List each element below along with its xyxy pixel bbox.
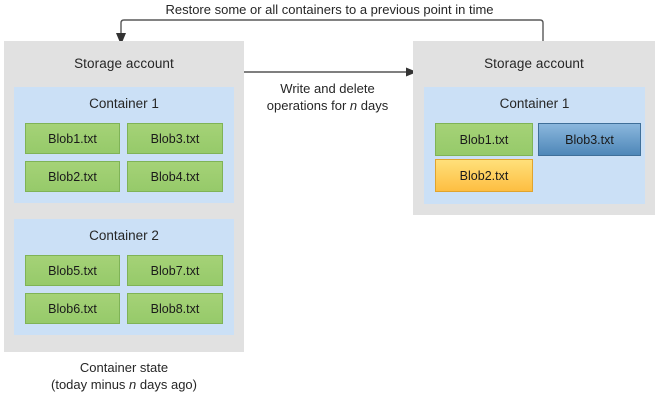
- write-delete-label-line2-variable: n: [349, 98, 358, 113]
- restore-flow-label: Restore some or all containers to a prev…: [165, 2, 494, 17]
- left-container-2-blob-8[interactable]: Blob8.txt: [127, 293, 223, 324]
- left-container-2-blob-6[interactable]: Blob6.txt: [25, 293, 120, 324]
- container-state-caption-line2: (today minus n days ago): [4, 376, 244, 393]
- write-delete-label-line2-post: days: [357, 98, 389, 113]
- right-container-1-blob-1[interactable]: Blob1.txt: [435, 123, 533, 156]
- right-container-1-blob-3[interactable]: Blob3.txt: [538, 123, 641, 156]
- left-container-2-blob-7[interactable]: Blob7.txt: [127, 255, 223, 286]
- right-container-1-title: Container 1: [499, 96, 570, 111]
- left-container-2-title: Container 2: [89, 228, 159, 243]
- left-container-1-title: Container 1: [89, 96, 159, 111]
- left-container-2-blob-5[interactable]: Blob5.txt: [25, 255, 120, 286]
- write-delete-label-line2: operations for n days: [245, 97, 410, 114]
- left-storage-account[interactable]: Storage account Container 1 Blob1.txt Bl…: [4, 41, 244, 352]
- write-delete-label-line2-pre: operations for: [266, 98, 350, 113]
- left-container-1-blob-1[interactable]: Blob1.txt: [25, 123, 120, 154]
- left-container-1-blob-2[interactable]: Blob2.txt: [25, 161, 120, 192]
- container-state-caption-line2-pre: (today minus: [51, 377, 130, 392]
- right-container-1[interactable]: Container 1 Blob1.txt Blob3.txt Blob2.tx…: [424, 87, 645, 204]
- container-state-caption: Container state (today minus n days ago): [4, 359, 244, 393]
- write-delete-label-line1: Write and delete: [280, 81, 375, 96]
- left-container-1-blob-3[interactable]: Blob3.txt: [127, 123, 223, 154]
- left-container-2[interactable]: Container 2 Blob5.txt Blob7.txt Blob6.tx…: [14, 219, 234, 335]
- right-storage-account-title: Storage account: [484, 56, 584, 71]
- write-delete-label: Write and delete operations for n days: [245, 80, 410, 114]
- container-state-caption-line1: Container state: [79, 360, 169, 375]
- restore-arrow-path: [120, 19, 544, 42]
- left-storage-account-title: Storage account: [74, 56, 174, 71]
- left-container-1[interactable]: Container 1 Blob1.txt Blob3.txt Blob2.tx…: [14, 87, 234, 203]
- container-state-caption-line2-post: days ago): [136, 377, 197, 392]
- right-storage-account[interactable]: Storage account Container 1 Blob1.txt Bl…: [413, 41, 655, 215]
- left-container-1-blob-4[interactable]: Blob4.txt: [127, 161, 223, 192]
- right-container-1-blob-2[interactable]: Blob2.txt: [435, 159, 533, 192]
- container-state-caption-line2-variable: n: [129, 377, 137, 392]
